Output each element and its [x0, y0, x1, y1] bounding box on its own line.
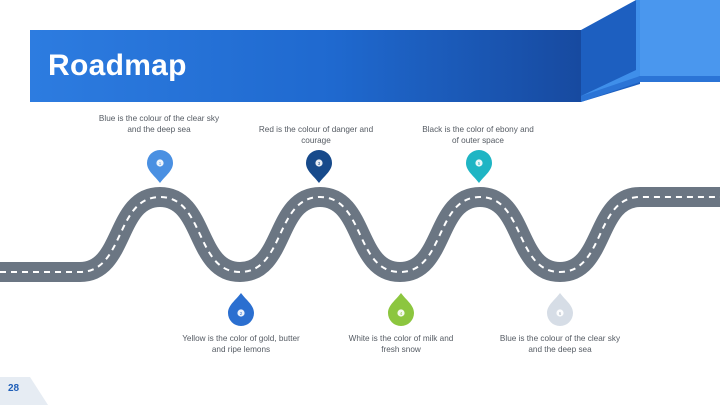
svg-text:4: 4 [400, 311, 403, 316]
milestone-4-text: White is the color of milk and fresh sno… [348, 334, 454, 354]
milestone-4-pin: 4 [388, 293, 414, 326]
milestone-2-pin: 2 [228, 293, 254, 326]
milestone-3-text: Red is the colour of danger and courage [258, 125, 374, 145]
milestone-6-pin: 6 [547, 293, 573, 326]
page-number: 28 [8, 383, 20, 394]
milestone-3-pin: 3 [306, 150, 332, 183]
svg-text:5: 5 [478, 161, 481, 166]
milestone-1-pin: 1 [147, 150, 173, 183]
milestone-1-text: Blue is the colour of the clear sky and … [98, 114, 220, 134]
page-title: Roadmap [48, 49, 187, 82]
svg-text:6: 6 [559, 311, 562, 316]
svg-text:1: 1 [159, 161, 162, 166]
svg-text:2: 2 [240, 311, 243, 316]
milestone-5-pin: 5 [466, 150, 492, 183]
milestone-5-text: Black is the color of ebony and of outer… [422, 125, 534, 145]
svg-text:3: 3 [318, 161, 321, 166]
title-banner [30, 30, 581, 102]
milestone-6-text: Blue is the colour of the clear sky and … [499, 334, 621, 354]
milestone-2-text: Yellow is the color of gold, butter and … [182, 334, 300, 354]
